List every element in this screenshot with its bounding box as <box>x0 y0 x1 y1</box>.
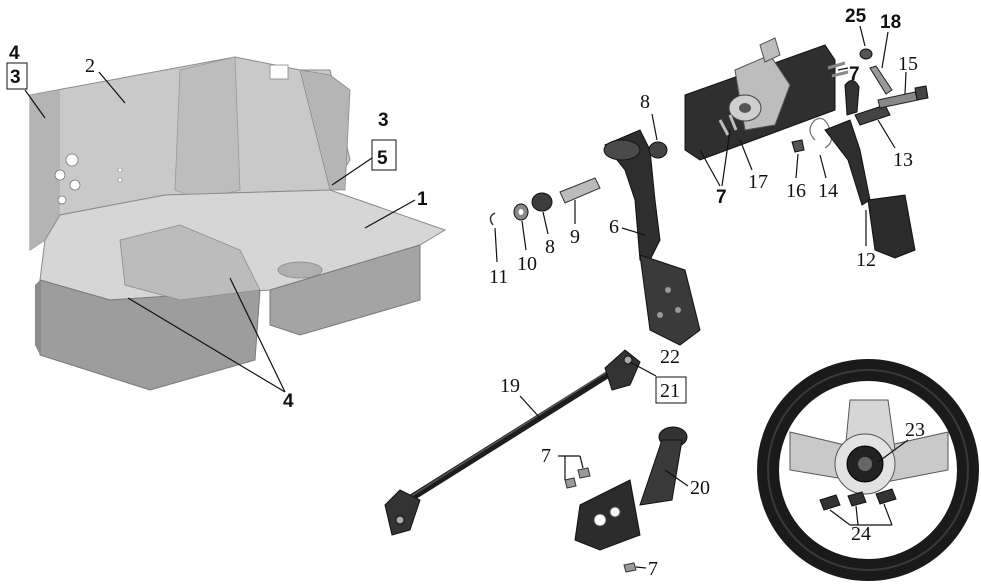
leader-line <box>494 227 498 263</box>
label-cotter-pin: 11 <box>489 266 508 288</box>
label-group-bracket: 7 17 16 14 <box>699 129 838 208</box>
label-steering-column: 20 <box>690 477 710 499</box>
label-wheel-bolts: 24 <box>851 523 871 545</box>
label-stack-left-bottom: 3 <box>10 67 21 88</box>
label-brake-pedal-arm: 6 <box>609 216 619 238</box>
label-bolt: 15 <box>898 53 918 75</box>
label-hub-cap: 23 <box>905 419 925 441</box>
leader-line <box>651 113 658 141</box>
label-bushing: 8 <box>545 236 555 258</box>
leader-line <box>877 119 896 149</box>
label-bracket-nut: 16 <box>786 180 806 202</box>
label-column-bolts: 7 <box>541 445 551 467</box>
leader-line <box>881 31 889 69</box>
leader-line <box>819 154 827 179</box>
leader-line <box>331 157 373 186</box>
leader-line <box>229 277 286 393</box>
leader-line <box>364 199 416 229</box>
label-pedal-bracket: 17 <box>748 171 768 193</box>
leader-line <box>721 129 731 187</box>
leader-line <box>621 227 646 236</box>
label-washer: 10 <box>517 253 537 275</box>
wheel-bolts <box>819 488 897 511</box>
label-group-shaft: 22 21 19 <box>500 346 687 419</box>
label-top-bolts: 7 <box>849 64 860 85</box>
label-pin: 18 <box>880 12 901 33</box>
leader-line <box>24 89 46 119</box>
steering-shaft-illustration <box>384 349 641 536</box>
leader-line <box>877 439 909 463</box>
label-pedal-shaft-nut: 8 <box>640 91 650 113</box>
label-universal-joint-b: 21 <box>660 380 680 402</box>
label-box-joint <box>655 376 687 404</box>
leader-line <box>519 395 541 419</box>
leader-line <box>739 139 753 171</box>
leader-line <box>579 455 584 469</box>
leader-line <box>855 505 859 526</box>
label-floor-mat: 4 <box>283 391 294 412</box>
leader-line <box>883 503 893 526</box>
leader-line <box>859 25 866 47</box>
leader-line <box>699 149 721 187</box>
label-bracket-bolts: 7 <box>716 187 727 208</box>
label-pivot-shaft: 9 <box>570 226 580 248</box>
label-group-brake: 8 11 10 8 9 6 <box>489 91 658 288</box>
leader-line <box>837 67 849 71</box>
steering-column-illustration <box>564 426 688 573</box>
leader-line <box>521 220 527 251</box>
accelerator-pedal-illustration <box>824 48 929 259</box>
label-group-body: 4 3 2 3 5 1 4 <box>6 43 428 412</box>
label-spacer: 13 <box>893 149 913 171</box>
leader-line <box>904 71 907 95</box>
label-cap: 25 <box>845 6 867 27</box>
leader-line <box>635 566 647 569</box>
label-column-bottom-bolt: 7 <box>648 558 658 580</box>
label-stack-right-top: 3 <box>378 110 389 131</box>
label-group-column: 20 7 7 <box>541 445 710 580</box>
pedal-bracket-illustration <box>684 37 836 161</box>
label-floor-panel: 2 <box>85 55 95 77</box>
leader-line <box>664 469 689 487</box>
label-group-wheel: 23 24 <box>829 419 925 545</box>
label-stack-right-bottom: 5 <box>377 148 388 169</box>
brake-pedal-illustration <box>489 129 701 346</box>
label-stack-left-top: 4 <box>9 43 20 64</box>
leader-line <box>127 297 286 393</box>
leader-line <box>542 211 549 235</box>
leader-line <box>829 509 851 526</box>
label-group-accelerator: 12 13 15 18 25 7 <box>837 6 918 271</box>
label-universal-joint-a: 22 <box>660 346 680 368</box>
label-box-right <box>371 139 397 171</box>
body-tub-illustration <box>29 56 447 391</box>
leader-line <box>629 361 657 377</box>
label-body-tub: 1 <box>417 189 428 210</box>
leader-line <box>795 153 799 179</box>
label-accelerator-pedal: 12 <box>856 249 876 271</box>
label-box-left <box>6 62 28 90</box>
steering-wheel-illustration <box>757 359 979 581</box>
label-steering-shaft: 19 <box>500 375 520 397</box>
leader-line <box>98 71 126 104</box>
label-return-spring: 14 <box>818 180 838 202</box>
